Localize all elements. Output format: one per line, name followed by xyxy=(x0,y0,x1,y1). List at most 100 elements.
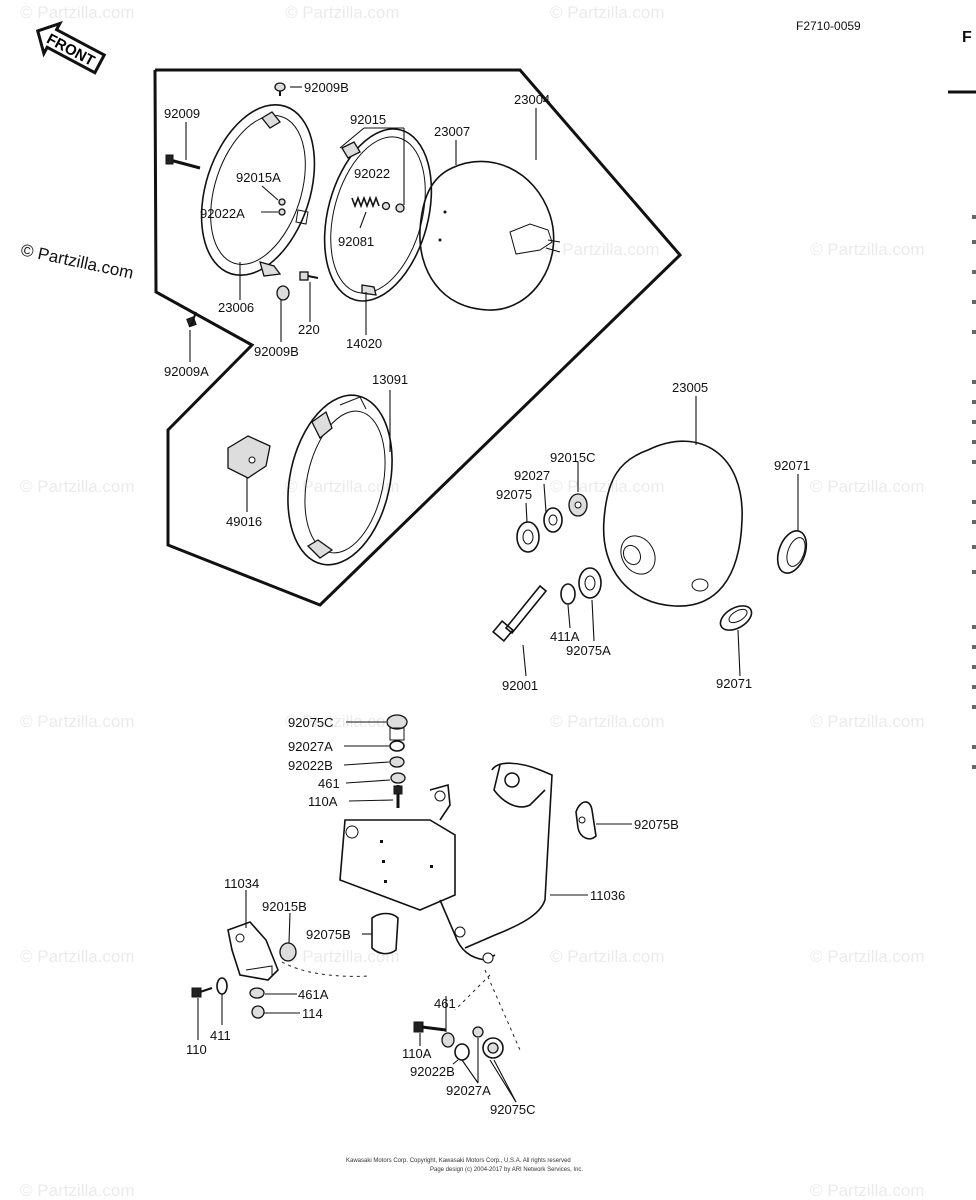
callout-92009B-top: 92009B xyxy=(304,80,349,95)
callout-92022A: 92022A xyxy=(200,206,245,221)
callout-92001: 92001 xyxy=(502,678,538,693)
callout-92022: 92022 xyxy=(354,166,390,181)
connector-dash xyxy=(454,974,491,1011)
callout-92075B-right: 92075B xyxy=(634,817,679,832)
callout-92009: 92009 xyxy=(164,106,200,121)
callout-92022B-top: 92022B xyxy=(288,758,333,773)
watermark: © Partzilla.com xyxy=(545,240,660,259)
rim-13091 xyxy=(287,394,393,566)
collar-92027 xyxy=(543,507,563,533)
callout-461A: 461A xyxy=(298,987,329,1002)
rim-23006 xyxy=(200,103,316,277)
watermark: © Partzilla.com xyxy=(550,477,665,496)
connector-dash xyxy=(281,961,371,977)
callout-92075A: 92075A xyxy=(566,643,611,658)
screw-92009B-top xyxy=(274,82,286,96)
grommet-92075B-mid xyxy=(371,912,399,955)
callout-23006: 23006 xyxy=(218,300,254,315)
watermark: © Partzilla.com xyxy=(20,712,135,731)
watermark: © Partzilla.com xyxy=(285,947,400,966)
callout-461-top: 461 xyxy=(318,776,340,791)
connector-dash xyxy=(484,969,521,1051)
callout-92075C-bottom: 92075C xyxy=(490,1102,536,1117)
callout-labels: 92009B 92009 92015 23004 23007 92015A 92… xyxy=(164,80,810,1117)
watermark: © Partzilla.com xyxy=(20,477,135,496)
footer: Kawasaki Motors Corp. Copyright, Kawasak… xyxy=(346,1158,583,1173)
small-parts-left xyxy=(191,977,265,1019)
callout-110A-bottom: 110A xyxy=(402,1046,432,1061)
callout-92081: 92081 xyxy=(338,234,374,249)
screw-220 xyxy=(299,271,319,281)
housing-23005 xyxy=(602,440,743,607)
page-edge: F I xyxy=(948,29,976,769)
callout-23007: 23007 xyxy=(434,124,470,139)
watermark: © Partzilla.com xyxy=(285,477,400,496)
callout-92075: 92075 xyxy=(496,487,532,502)
washer-92075A xyxy=(578,567,602,599)
callout-92009B-bottom: 92009B xyxy=(254,344,299,359)
screw-92009A xyxy=(186,311,197,328)
callout-92015B: 92015B xyxy=(262,899,307,914)
bracket-49016 xyxy=(227,435,271,479)
callout-92075B-mid: 92075B xyxy=(306,927,351,942)
spring-92081 xyxy=(351,195,380,209)
watermark: © Partzilla.com xyxy=(810,240,925,259)
bracket-11036 xyxy=(339,762,553,964)
callout-13091: 13091 xyxy=(372,372,408,387)
washer-411A xyxy=(560,583,576,605)
callout-23005: 23005 xyxy=(672,380,708,395)
stack-top xyxy=(386,714,408,808)
watermark: © Partzilla.com xyxy=(810,477,925,496)
callout-92071-bottom: 92071 xyxy=(716,676,752,691)
watermark: © Partzilla.com xyxy=(20,947,135,966)
stack-bottom xyxy=(413,1021,504,1061)
watermark: © Partzilla.com xyxy=(285,3,400,22)
watermark: © Partzilla.com xyxy=(810,1181,925,1200)
callout-220: 220 xyxy=(298,322,320,337)
watermark: © Partzilla.com xyxy=(20,1181,135,1200)
callout-92015C: 92015C xyxy=(550,450,596,465)
footer-line-2: Page design (c) 2004-2017 by ARI Network… xyxy=(430,1167,583,1173)
callout-110: 110 xyxy=(186,1042,207,1057)
watermark: © Partzilla.com xyxy=(20,3,135,22)
callout-92027A-bottom: 92027A xyxy=(446,1083,491,1098)
callout-92009A: 92009A xyxy=(164,364,209,379)
watermark-label: © Partzilla.com xyxy=(19,240,135,282)
callout-92015: 92015 xyxy=(350,112,386,127)
callout-14020: 14020 xyxy=(346,336,382,351)
screw-92009 xyxy=(165,154,201,170)
callout-92015A: 92015A xyxy=(236,170,281,185)
sealed-beam-23007 xyxy=(419,160,561,311)
callout-92027A-top: 92027A xyxy=(288,739,333,754)
callout-411: 411 xyxy=(210,1028,231,1043)
callout-92071-top: 92071 xyxy=(774,458,810,473)
ring-14020 xyxy=(323,128,433,302)
watermark: © Partzilla.com xyxy=(285,712,400,731)
callout-411A: 411A xyxy=(550,629,580,644)
bushing-92015C xyxy=(568,493,588,517)
bolt-92001 xyxy=(492,584,548,642)
watermark: © Partzilla.com xyxy=(550,947,665,966)
grommet-92071-top xyxy=(776,530,808,574)
callout-110A-top: 110A xyxy=(308,794,338,809)
watermark: © Partzilla.com xyxy=(810,947,925,966)
partzilla-watermark: © Partzilla.com xyxy=(19,240,135,282)
callout-461-bottom: 461 xyxy=(434,996,456,1011)
front-arrow-icon: FRONT xyxy=(35,20,107,75)
callout-49016: 49016 xyxy=(226,514,262,529)
callout-92022B-bottom: 92022B xyxy=(410,1064,455,1079)
nut-92022 xyxy=(381,201,405,213)
bushing-92015B xyxy=(279,942,297,962)
watermark: © Partzilla.com xyxy=(810,712,925,731)
bracket-11034 xyxy=(227,921,279,981)
assembly-outline xyxy=(153,68,683,607)
watermark-layer: © Partzilla.com © Partzilla.com © Partzi… xyxy=(20,3,925,1200)
washer-92075 xyxy=(516,521,540,553)
leader-lines xyxy=(185,86,799,1103)
grommet-92075B-right xyxy=(575,801,597,840)
callout-11034: 11034 xyxy=(224,876,259,891)
callout-92027: 92027 xyxy=(514,468,550,483)
callout-23004: 23004 xyxy=(514,92,550,107)
footer-line-1: Kawasaki Motors Corp. Copyright, Kawasak… xyxy=(346,1158,571,1164)
